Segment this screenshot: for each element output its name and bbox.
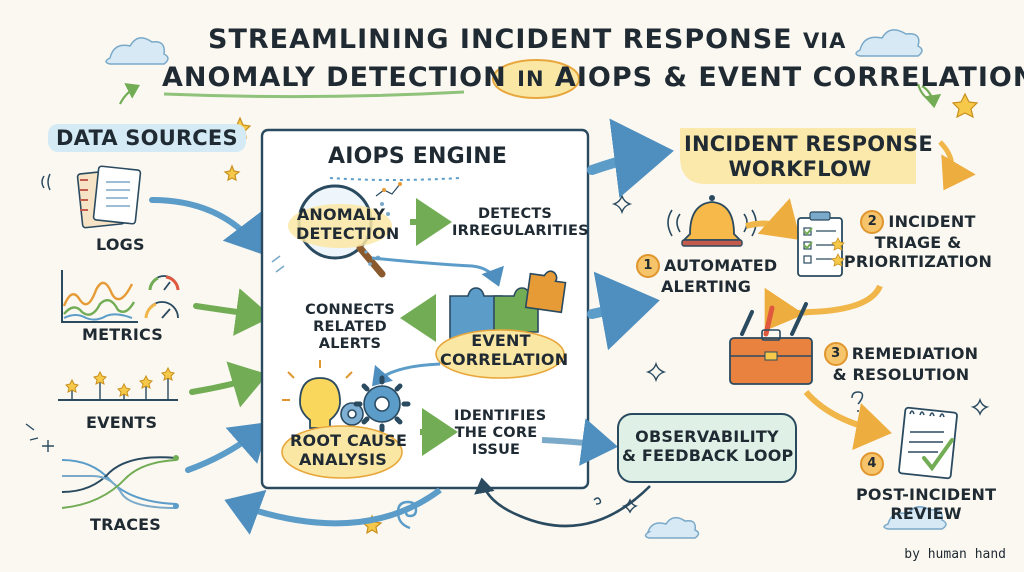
- observability-box: [617, 413, 797, 483]
- title-line-2: ANOMALY DETECTION IN AIOPS & EVENT CORRE…: [162, 62, 1024, 94]
- engine-to-observability-arrow: [541, 418, 618, 466]
- bell-icon: [667, 195, 757, 247]
- step-number: 2: [860, 210, 885, 234]
- traces-label: TRACES: [90, 515, 162, 534]
- star-icon: [223, 164, 241, 182]
- alert-to-triage-arrow: [745, 198, 801, 241]
- cloud-icon: [105, 37, 169, 65]
- engine-to-alerting-arrow: [587, 271, 660, 351]
- sparkle-icon: [645, 361, 667, 383]
- correlation-highlight: [435, 329, 565, 379]
- cloud-icon: [855, 29, 923, 57]
- detects-irregularities-label: DETECTS IRREGULARITIES: [452, 206, 589, 240]
- metrics-label: METRICS: [82, 325, 164, 344]
- cloud-icon: [644, 516, 700, 539]
- signature: by human hand: [904, 547, 1006, 562]
- anomaly-highlight: [288, 204, 392, 248]
- step-number-4: 4: [860, 452, 888, 476]
- trace-lines-icon: [61, 455, 179, 509]
- star-icon: [951, 92, 979, 119]
- notebook-icon: [76, 165, 142, 229]
- data-sources-heading: DATA SOURCES: [48, 124, 246, 152]
- metrics-to-engine-arrow: [193, 288, 272, 336]
- root-cause-analysis-label: ROOT CAUSE ANALYSIS: [290, 431, 408, 469]
- title-via: VIA: [803, 29, 847, 53]
- timeline-icon: [58, 366, 178, 401]
- logs-to-engine-arrow: [149, 197, 264, 255]
- sparkle-icon: [42, 440, 54, 452]
- workflow-heading: INCIDENT RESPONSE WORKFLOW: [684, 132, 933, 181]
- remediation-to-review-arrow: [803, 389, 892, 451]
- rootcause-highlight: [281, 425, 403, 479]
- triage-to-remediation-arrow: [764, 284, 883, 331]
- step-number: 4: [860, 452, 884, 476]
- lightbulb-icon: [282, 360, 353, 435]
- step-post-incident-review: POST-INCIDENT REVIEW: [856, 485, 997, 523]
- gauge-icon: [144, 301, 179, 319]
- review-pad-icon: [898, 406, 958, 480]
- gauge-icon: [148, 275, 180, 291]
- toolbox-icon: [729, 302, 813, 385]
- events-to-engine-arrow: [189, 361, 268, 408]
- observability-label: OBSERVABILITY & FEEDBACK LOOP: [622, 427, 794, 465]
- puzzle-icon: [449, 270, 567, 341]
- step-number: 1: [636, 254, 660, 278]
- event-correlation-label: EVENT CORRELATION: [440, 331, 569, 369]
- cloud-icon: [883, 506, 947, 530]
- identifies-core-issue-label: IDENTIFIES THE CORE ISSUE: [454, 408, 547, 459]
- aiops-highlight: [492, 59, 580, 99]
- events-label: EVENTS: [86, 413, 158, 432]
- logs-label: LOGS: [96, 235, 145, 254]
- checklist-icon: [797, 211, 845, 277]
- decor-arrow: [921, 85, 942, 109]
- to-rootcause-arrow: [372, 362, 441, 387]
- title-underline: [163, 90, 465, 99]
- title-aiops: AIOPS: [554, 62, 654, 93]
- title-in: IN: [517, 67, 545, 91]
- spiral-icon: [396, 500, 418, 530]
- title-rest: & EVENT CORRELATION: [663, 62, 1024, 93]
- title-line-1: STREAMLINING INCIDENT RESPONSE VIA: [208, 24, 846, 56]
- traces-to-engine-arrow: [185, 422, 269, 473]
- title-main: STREAMLINING INCIDENT RESPONSE: [208, 24, 793, 55]
- sparkle-icon: [970, 397, 990, 416]
- workflow-heading-highlight: [680, 128, 916, 184]
- engine-to-workflow-arrow: [587, 118, 674, 198]
- decor-arrow: [119, 83, 140, 105]
- feedback-to-sources-arrow: [224, 487, 442, 535]
- title-anomaly: ANOMALY DETECTION: [162, 62, 507, 93]
- to-correlation-arrow: [371, 256, 504, 287]
- gears-icon: [340, 375, 411, 433]
- connects-alerts-label: CONNECTS RELATED ALERTS: [305, 302, 395, 353]
- aiops-engine-heading: AIOPS ENGINE: [328, 144, 508, 169]
- step-number: 3: [823, 342, 848, 366]
- anomaly-detection-label: ANOMALY DETECTION: [296, 205, 400, 243]
- chart-icon: [61, 270, 138, 323]
- sparkle-icon: [611, 193, 633, 215]
- feedback-loop-arrow: [474, 477, 651, 528]
